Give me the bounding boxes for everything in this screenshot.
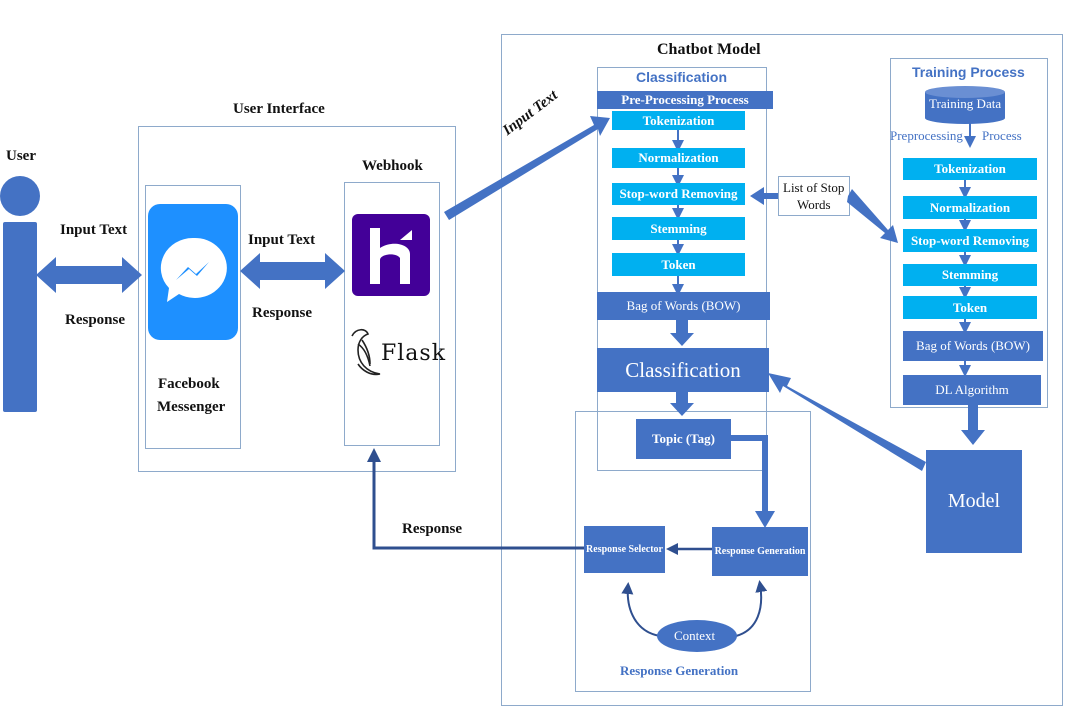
context-loop-arrows — [621, 580, 768, 637]
webhook-input-text-label: Input Text — [248, 232, 316, 248]
model-box: Model — [926, 450, 1022, 553]
response-generation-title: Response Generation — [620, 663, 739, 678]
user-input-text-label: Input Text — [60, 222, 128, 238]
bow-box: Bag of Words (BOW) — [597, 292, 770, 320]
user-messenger-double-arrow — [36, 257, 142, 293]
response-generation-box: Response Generation — [712, 527, 808, 576]
user-label: User — [6, 148, 36, 164]
topic-to-generation-arrow — [731, 435, 775, 528]
algorithm-to-model-arrow — [961, 404, 985, 445]
training-data-cylinder — [925, 86, 1005, 124]
user-response-label: Response — [65, 312, 126, 328]
model-to-classification-arrow — [768, 373, 926, 471]
training-data-label: Training Data — [929, 96, 1002, 111]
response-back-arrow — [367, 448, 584, 550]
messenger-label-line2: Messenger — [157, 399, 226, 415]
training-step-normalization: Normalization — [903, 196, 1037, 219]
stopwords-to-preprocess-arrow — [750, 187, 778, 205]
webhook-title: Webhook — [362, 158, 423, 174]
user-icon — [0, 176, 40, 412]
webhook-response-label: Response — [252, 305, 313, 321]
chatbot-model-frame — [501, 34, 1063, 706]
classification-title: Classification — [636, 69, 728, 85]
ui-title: User Interface — [233, 101, 325, 117]
training-bow-box: Bag of Words (BOW) — [903, 331, 1043, 361]
response-back-label: Response — [402, 521, 463, 537]
generation-to-selector-arrow — [666, 543, 712, 555]
preprocess-step-stemming: Stemming — [612, 217, 745, 240]
input-text-arrow — [444, 116, 610, 220]
preprocess-header: Pre-Processing Process — [597, 91, 773, 109]
classification-box: Classification — [597, 348, 769, 392]
flask-icon — [351, 328, 381, 376]
heroku-icon — [352, 214, 430, 296]
training-step-tokenization: Tokenization — [903, 158, 1037, 180]
user-interface-frame — [138, 126, 456, 472]
flask-label: Flask — [381, 341, 447, 366]
dl-algorithm-box: DL Algorithm — [903, 375, 1041, 405]
stopwords-to-training-arrow — [847, 189, 898, 243]
classification-frame — [597, 67, 767, 471]
chatbot-model-title: Chatbot Model — [657, 41, 761, 58]
training-step-stopword: Stop-word Removing — [903, 229, 1037, 252]
webhook-panel — [344, 182, 440, 446]
messenger-icon — [148, 204, 238, 340]
messenger-webhook-double-arrow — [240, 253, 345, 289]
training-process-label: Process — [982, 128, 1022, 143]
messenger-panel — [145, 185, 241, 449]
preprocess-step-tokenization: Tokenization — [612, 111, 745, 130]
training-step-stemming: Stemming — [903, 264, 1037, 286]
stopwords-label-line2: Words — [797, 197, 831, 212]
training-title: Training Process — [912, 64, 1025, 80]
context-label: Context — [674, 628, 716, 643]
response-selector-box: Response Selector — [584, 526, 665, 573]
messenger-label-line1: Facebook — [158, 376, 220, 392]
classification-to-topic-arrow — [670, 392, 694, 416]
preprocess-step-stopword: Stop-word Removing — [612, 183, 745, 205]
context-ellipse — [657, 620, 737, 652]
training-step-arrows — [959, 122, 976, 377]
training-preprocessing-label: Preprocessing — [890, 128, 963, 143]
response-generation-frame — [575, 411, 811, 692]
stopwords-label-line1: List of Stop — [783, 180, 845, 195]
preprocess-step-token: Token — [612, 253, 745, 276]
preprocess-step-normalization: Normalization — [612, 148, 745, 168]
training-step-token: Token — [903, 296, 1037, 319]
bow-to-classification-arrow — [670, 320, 694, 346]
topic-box: Topic (Tag) — [636, 419, 731, 459]
